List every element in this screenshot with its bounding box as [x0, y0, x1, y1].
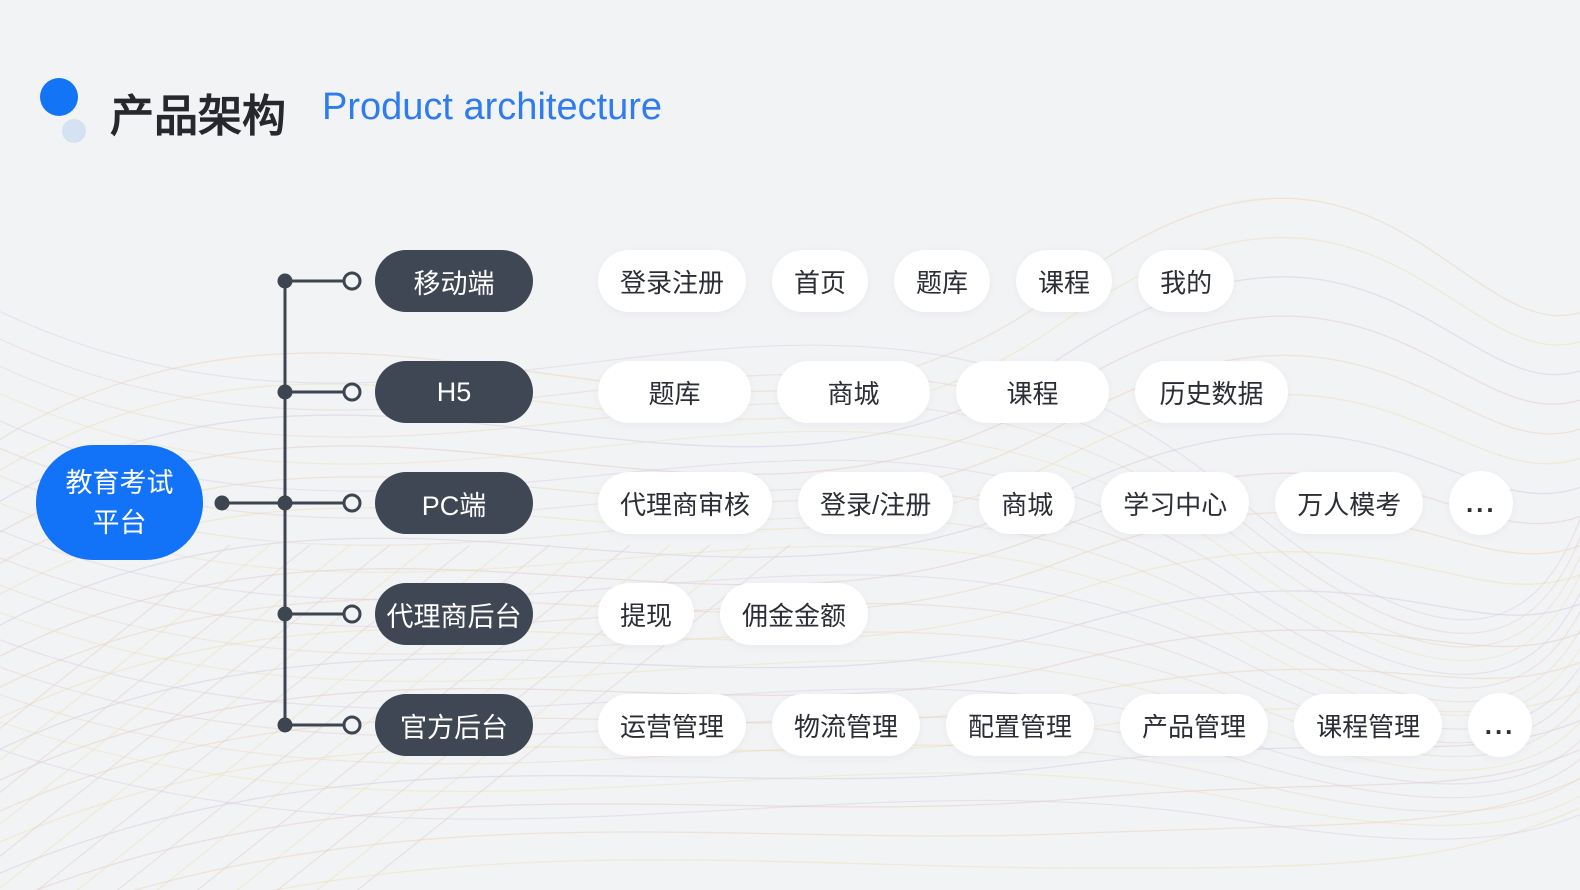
page-subtitle: Product architecture	[322, 86, 663, 128]
feature-pill: 提现	[598, 583, 695, 645]
branch-node: 代理商后台	[375, 583, 533, 645]
more-items-pill: ...	[1449, 471, 1514, 535]
page-title: 产品架构	[110, 92, 286, 141]
feature-pill: 运营管理	[598, 694, 747, 756]
feature-pill: 万人模考	[1275, 472, 1424, 534]
root-node: 教育考试 平台	[36, 445, 203, 560]
feature-pill: 配置管理	[946, 694, 1095, 756]
feature-pill: 佣金金额	[720, 583, 869, 645]
feature-pill: 题库	[894, 250, 991, 312]
feature-pill: 课程	[956, 361, 1109, 423]
branch-row: PC端 代理商审核登录/注册商城学习中心万人模考...	[375, 471, 1514, 535]
feature-pill: 产品管理	[1120, 694, 1269, 756]
feature-pill: 课程	[1016, 250, 1113, 312]
more-items-pill: ...	[1468, 693, 1533, 757]
feature-pill: 登录/注册	[798, 472, 954, 534]
branch-row: 官方后台 运营管理物流管理配置管理产品管理课程管理...	[375, 693, 1533, 757]
root-node-label-line1: 教育考试	[65, 467, 174, 498]
feature-pill: 代理商审核	[598, 472, 773, 534]
root-node-label-line2: 平台	[92, 507, 147, 538]
branch-node: PC端	[375, 472, 533, 534]
branch-row: 代理商后台 提现佣金金额	[375, 583, 869, 645]
feature-pill: 学习中心	[1101, 472, 1250, 534]
accent-dot-icon	[40, 78, 78, 116]
feature-pill: 历史数据	[1135, 361, 1288, 423]
feature-pill: 我的	[1138, 250, 1235, 312]
branch-node: H5	[375, 361, 533, 423]
branch-node: 移动端	[375, 250, 533, 312]
feature-pill: 商城	[777, 361, 930, 423]
feature-pill: 题库	[598, 361, 751, 423]
feature-pill: 商城	[979, 472, 1076, 534]
feature-pill: 物流管理	[772, 694, 921, 756]
feature-pill: 登录注册	[598, 250, 747, 312]
feature-pill: 首页	[772, 250, 869, 312]
branch-row: H5 题库商城课程历史数据	[375, 361, 1288, 423]
branch-row: 移动端 登录注册首页题库课程我的	[375, 250, 1235, 312]
branch-node: 官方后台	[375, 694, 533, 756]
accent-dot-small-icon	[62, 119, 86, 143]
feature-pill: 课程管理	[1294, 694, 1443, 756]
